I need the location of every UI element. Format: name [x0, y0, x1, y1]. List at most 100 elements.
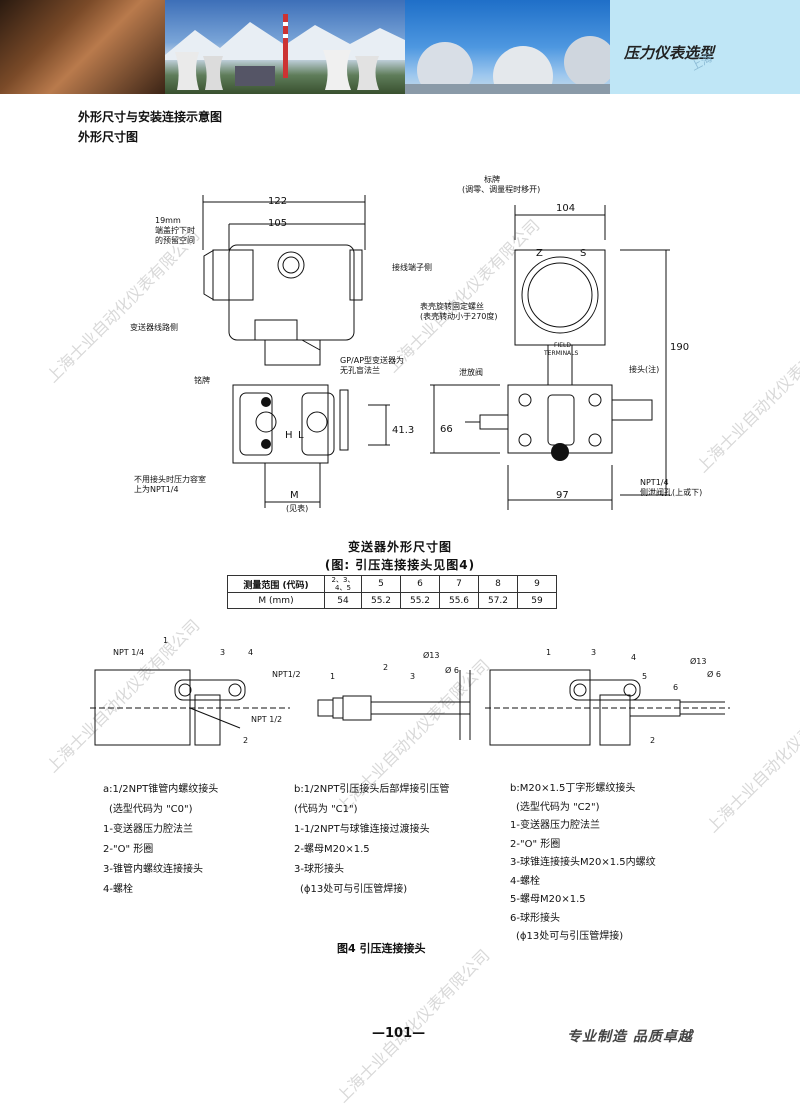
- list-item: 2-"O" 形圈: [103, 844, 154, 855]
- list-item: a:1/2NPT锥管内螺纹接头: [103, 784, 219, 795]
- table-cell: 59: [517, 592, 557, 609]
- list-item: 3-球形接头: [294, 864, 344, 875]
- list-item: 3-锥管内螺纹连接接头: [103, 864, 203, 875]
- table-caption-2: (图: 引压连接接头见图4): [324, 558, 476, 572]
- gp-ap-note: GP/AP型变送器为无孔盲法兰: [340, 356, 405, 375]
- connector-label: 接头(注): [629, 365, 660, 374]
- list-item: 2-螺母M20×1.5: [294, 844, 370, 855]
- s-mark: S: [580, 248, 587, 259]
- pressure-chamber-note: 不用接头时压力容室上为NPT1/4: [134, 475, 206, 494]
- list-b1: b:1/2NPT引压接头后部焊接引压管 (代码为 "C1") 1-1/2NPT与…: [294, 780, 449, 900]
- fig4-b-d6: Ø 6: [445, 666, 459, 675]
- power-plant-photo: [165, 0, 405, 94]
- list-item: (ϕ13处可与引压管焊接): [300, 884, 408, 895]
- fig4-label: 2: [383, 663, 389, 672]
- title-panel: [610, 0, 800, 94]
- fig4-label: 3: [591, 648, 597, 657]
- header-title: 压力仪表选型: [624, 44, 715, 62]
- storage-tanks-photo: [405, 0, 616, 94]
- list-item: 5-螺母M20×1.5: [510, 894, 586, 905]
- dim-66: 66: [440, 424, 453, 435]
- fig4-label: 5: [642, 672, 648, 681]
- m-note: (见表): [286, 504, 309, 513]
- fig4-a-npt12: NPT 1/2: [251, 715, 283, 724]
- list-a: a:1/2NPT锥管内螺纹接头 (选型代码为 "C0") 1-变送器压力腔法兰 …: [103, 780, 218, 900]
- dim-41-3: 41.3: [392, 425, 415, 436]
- fig4-c-d6: Ø 6: [707, 670, 721, 679]
- list-item: b:1/2NPT引压接头后部焊接引压管: [294, 784, 450, 795]
- list-item: 2-"O" 形圈: [510, 838, 561, 850]
- fig4-label: 4: [631, 653, 637, 662]
- nameplate-label: 铭牌: [194, 376, 210, 385]
- table-header-cell: M (mm): [227, 592, 325, 609]
- list-item: 4-螺栓: [103, 884, 133, 895]
- table-cell: 54: [324, 592, 362, 609]
- list-item: b:M20×1.5丁字形螺纹接头: [510, 783, 636, 794]
- fig4-label: 2: [650, 736, 656, 745]
- table-cell: 55.2: [400, 592, 440, 609]
- table-row: M (mm) 54 55.2 55.2 55.6 57.2 59: [227, 592, 557, 609]
- watermark: 上海士业自动化仪表有限公司: [692, 315, 800, 477]
- page-number: —101—: [372, 1026, 426, 1041]
- terminal-side-label: 接线端子侧: [392, 263, 432, 272]
- watermark: 上海士业自动化仪表有限公司: [332, 945, 494, 1107]
- h-mark: H: [285, 430, 293, 441]
- dim-122: 122: [268, 196, 288, 207]
- z-mark: Z: [536, 248, 543, 259]
- fig4-label: 1: [163, 636, 169, 645]
- dim-97: 97: [556, 490, 569, 501]
- list-item: 3-球锥连接接头M20×1.5内螺纹: [510, 857, 656, 868]
- table-row: 测量范围 (代码) 2、3、4、5 5 6 7 8 9: [227, 575, 557, 593]
- fig4-label: 2: [243, 736, 249, 745]
- front-view-drawing: [430, 205, 670, 510]
- fig4-c-d13: Ø13: [690, 657, 707, 666]
- fig4-label: 6: [673, 683, 679, 692]
- list-item: 1-变送器压力腔法兰: [510, 820, 600, 831]
- table-cell: 55.6: [439, 592, 479, 609]
- table-cell: 5: [361, 575, 401, 593]
- fig4-b-npt12: NPT1/2: [272, 670, 301, 679]
- list-item: (ϕ13处可与引压管焊接): [516, 931, 624, 942]
- table-cell: 8: [478, 575, 518, 593]
- section-title: 外形尺寸与安装连接示意图: [78, 110, 223, 124]
- fig4-label: 3: [410, 672, 416, 681]
- fig4-label: 3: [220, 648, 226, 657]
- watermark: 上海士业自动化仪表有限公司: [42, 225, 204, 387]
- dim-190: 190: [670, 342, 690, 353]
- list-item: 4-螺栓: [510, 875, 540, 887]
- handshake-photo: [0, 0, 165, 94]
- vent-valve-label: 泄放阀: [459, 368, 483, 377]
- dim-105: 105: [268, 218, 288, 229]
- side-view-drawing: [202, 195, 390, 508]
- list-item: (选型代码为 "C2"): [516, 801, 600, 813]
- l-mark: L: [298, 430, 304, 441]
- fig4-label: 1: [546, 648, 552, 657]
- circuit-side-label: 变送器线路侧: [130, 323, 178, 332]
- list-item: 6-球形接头: [510, 912, 560, 924]
- list-item: (选型代码为 "C0"): [109, 804, 193, 815]
- table-caption-1: 变送器外形尺寸图: [347, 540, 452, 554]
- fig4-label: 1: [330, 672, 336, 681]
- dim-104: 104: [556, 203, 576, 214]
- table-header-cell: 测量范围 (代码): [227, 575, 325, 593]
- list-b2: b:M20×1.5丁字形螺纹接头 (选型代码为 "C2") 1-变送器压力腔法兰…: [510, 780, 656, 947]
- fig4-b-d13: Ø13: [423, 651, 440, 660]
- header-banner: 压力仪表选型 上海: [0, 0, 800, 94]
- fig4-a-npt14: NPT 1/4: [113, 648, 145, 657]
- table-cell: 55.2: [361, 592, 401, 609]
- list-item: 1-1/2NPT与球锥连接过渡接头: [294, 824, 430, 835]
- m-label: M: [290, 490, 299, 501]
- sub-title: 外形尺寸图: [78, 130, 139, 144]
- dimension-table: 测量范围 (代码) 2、3、4、5 5 6 7 8 9 M (mm) 54 55…: [227, 575, 557, 609]
- screw-note: 表壳旋转固定螺丝(表壳转动小于270度): [420, 302, 498, 321]
- table-cell: 57.2: [478, 592, 518, 609]
- table-cell: 2、3、4、5: [324, 575, 362, 593]
- fig4-label: 4: [248, 648, 254, 657]
- table-cell: 9: [517, 575, 557, 593]
- list-item: (代码为 "C1"): [294, 804, 358, 815]
- fig4-caption: 图4 引压连接接头: [337, 942, 426, 955]
- list-item: 1-变送器压力腔法兰: [103, 824, 193, 835]
- table-cell: 6: [400, 575, 440, 593]
